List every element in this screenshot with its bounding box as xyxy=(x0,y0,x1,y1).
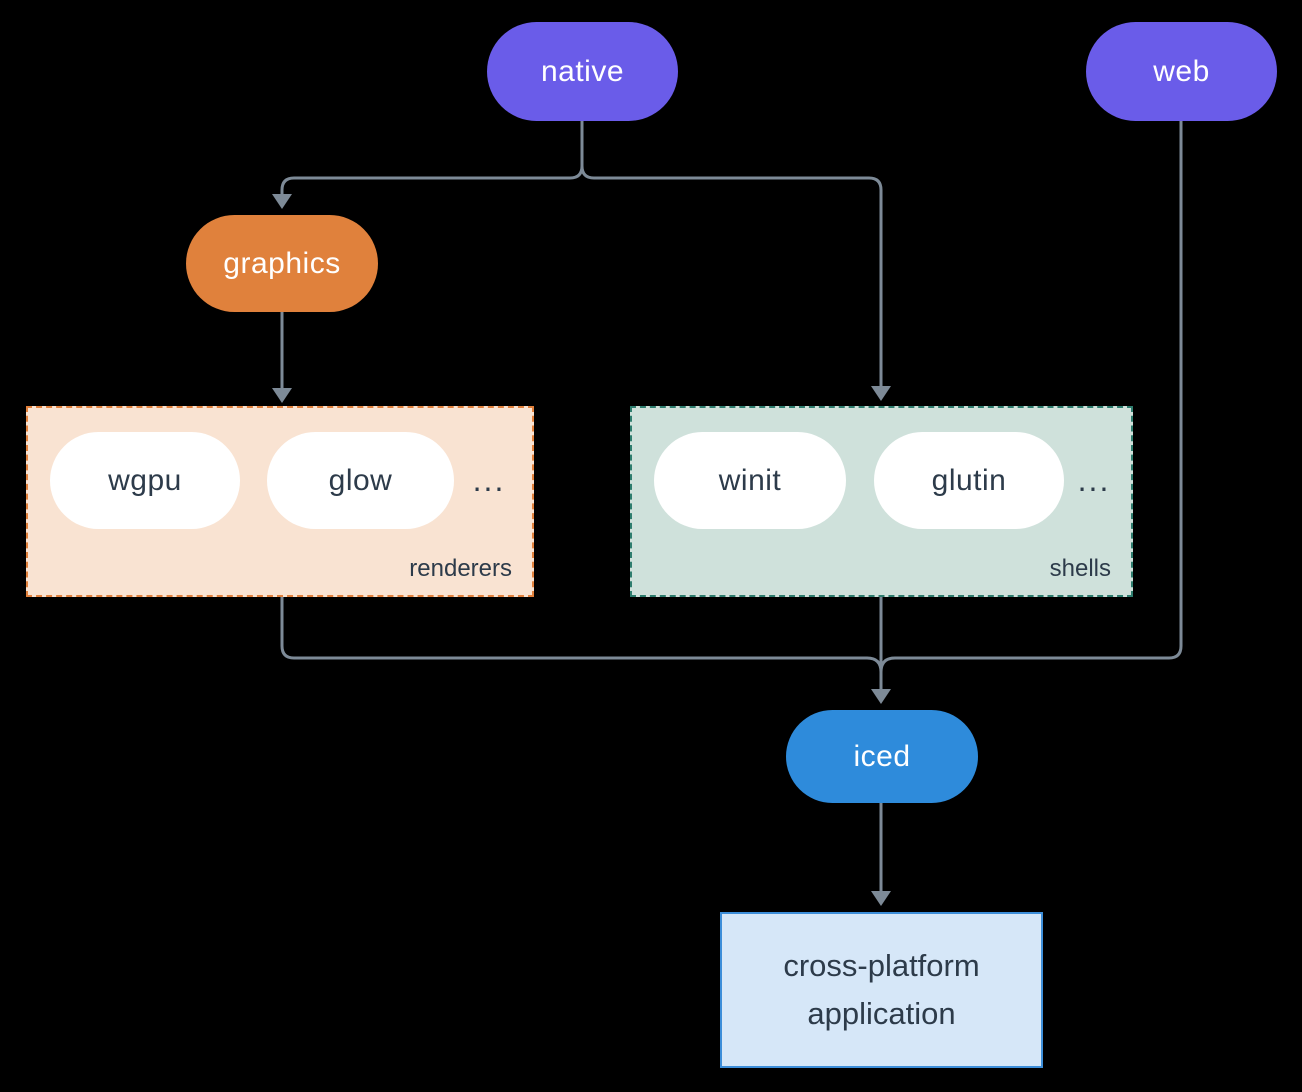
edge-native-to-graphics xyxy=(280,121,584,196)
arrowhead-application xyxy=(871,891,891,906)
edge-web-to-junction xyxy=(879,121,1183,673)
node-native-label: native xyxy=(540,54,625,88)
node-winit: winit xyxy=(654,432,846,529)
edge-native-to-shells xyxy=(580,121,883,388)
node-wgpu-label: wgpu xyxy=(108,463,182,497)
shells-ellipsis: ... xyxy=(1077,462,1111,498)
node-glow-label: glow xyxy=(328,463,393,497)
application-label-line2: application xyxy=(807,996,956,1031)
node-glutin-label: glutin xyxy=(931,463,1007,497)
node-graphics: graphics xyxy=(186,215,378,312)
application-label-line1: cross-platform xyxy=(783,947,980,983)
node-wgpu: wgpu xyxy=(50,432,240,529)
group-renderers: wgpu glow ... renderers xyxy=(26,406,534,597)
node-glutin: glutin xyxy=(874,432,1064,529)
node-iced: iced xyxy=(786,710,978,803)
shells-group-label: shells xyxy=(1049,555,1111,582)
arrowhead-shells xyxy=(871,386,891,401)
arrowhead-graphics xyxy=(272,194,292,209)
node-cross-platform-application: cross-platform application xyxy=(720,912,1043,1068)
node-iced-label: iced xyxy=(853,739,911,773)
renderers-group-label: renderers xyxy=(409,555,512,582)
node-web: web xyxy=(1086,22,1277,121)
node-glow: glow xyxy=(267,432,454,529)
group-shells: winit glutin ... shells xyxy=(630,406,1133,597)
node-web-label: web xyxy=(1153,54,1210,88)
renderers-ellipsis: ... xyxy=(472,462,506,498)
edge-renderers-to-junction xyxy=(280,597,883,673)
arrowhead-renderers xyxy=(272,388,292,403)
node-winit-label: winit xyxy=(718,463,782,497)
node-native: native xyxy=(487,22,678,121)
arrowhead-iced xyxy=(871,689,891,704)
node-graphics-label: graphics xyxy=(223,246,341,280)
